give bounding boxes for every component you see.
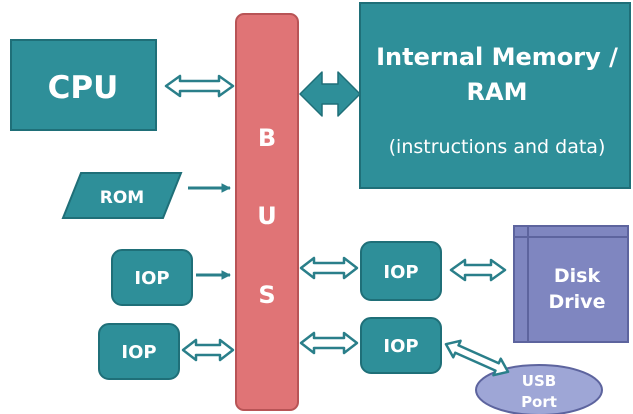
- ram-label-line2: RAM: [467, 78, 528, 106]
- rom-shape: [61, 172, 183, 219]
- iop-right-top-box: [360, 241, 442, 301]
- bus-iop-right-bottom-arrow: [299, 331, 359, 355]
- disk-drive-label-line2: Drive: [549, 291, 606, 313]
- iop-right-bottom-box: [360, 317, 442, 374]
- bus-ram-arrow: [299, 71, 361, 117]
- rom-label: ROM: [100, 188, 144, 208]
- cpu-box: [10, 39, 157, 131]
- iop-right-bottom-label: IOP: [383, 336, 418, 357]
- cpu-bus-arrow: [164, 74, 235, 98]
- iop-left-bottom-box: [98, 323, 180, 380]
- usb-port-label-line2: Port: [521, 393, 557, 411]
- ram-box: [359, 2, 631, 189]
- usb-port-label-line1: USB: [522, 372, 556, 390]
- disk-drive-label-line1: Disk: [554, 265, 601, 287]
- usb-port-ellipse: [475, 364, 603, 414]
- bus-letter-u: U: [257, 202, 277, 230]
- ram-label-line3: (instructions and data): [389, 136, 606, 158]
- iop-left-top-label: IOP: [134, 268, 169, 289]
- iop-usb-arrow: [444, 339, 510, 377]
- bus-letter-b: B: [258, 124, 276, 152]
- iop-left-top-box: [111, 249, 193, 306]
- ram-label-line1: Internal Memory /: [376, 43, 618, 71]
- iop-left-bottom-label: IOP: [121, 342, 156, 363]
- bus-bar: [235, 13, 299, 411]
- iop-right-top-label: IOP: [383, 262, 418, 283]
- bus-letter-s: S: [258, 281, 275, 309]
- disk-drive-box: [513, 225, 629, 343]
- iop-left-bottom-bus-arrow: [181, 338, 235, 362]
- bus-iop-right-top-arrow: [299, 256, 359, 280]
- cpu-label: CPU: [48, 70, 119, 106]
- iop-disk-arrow: [449, 258, 507, 282]
